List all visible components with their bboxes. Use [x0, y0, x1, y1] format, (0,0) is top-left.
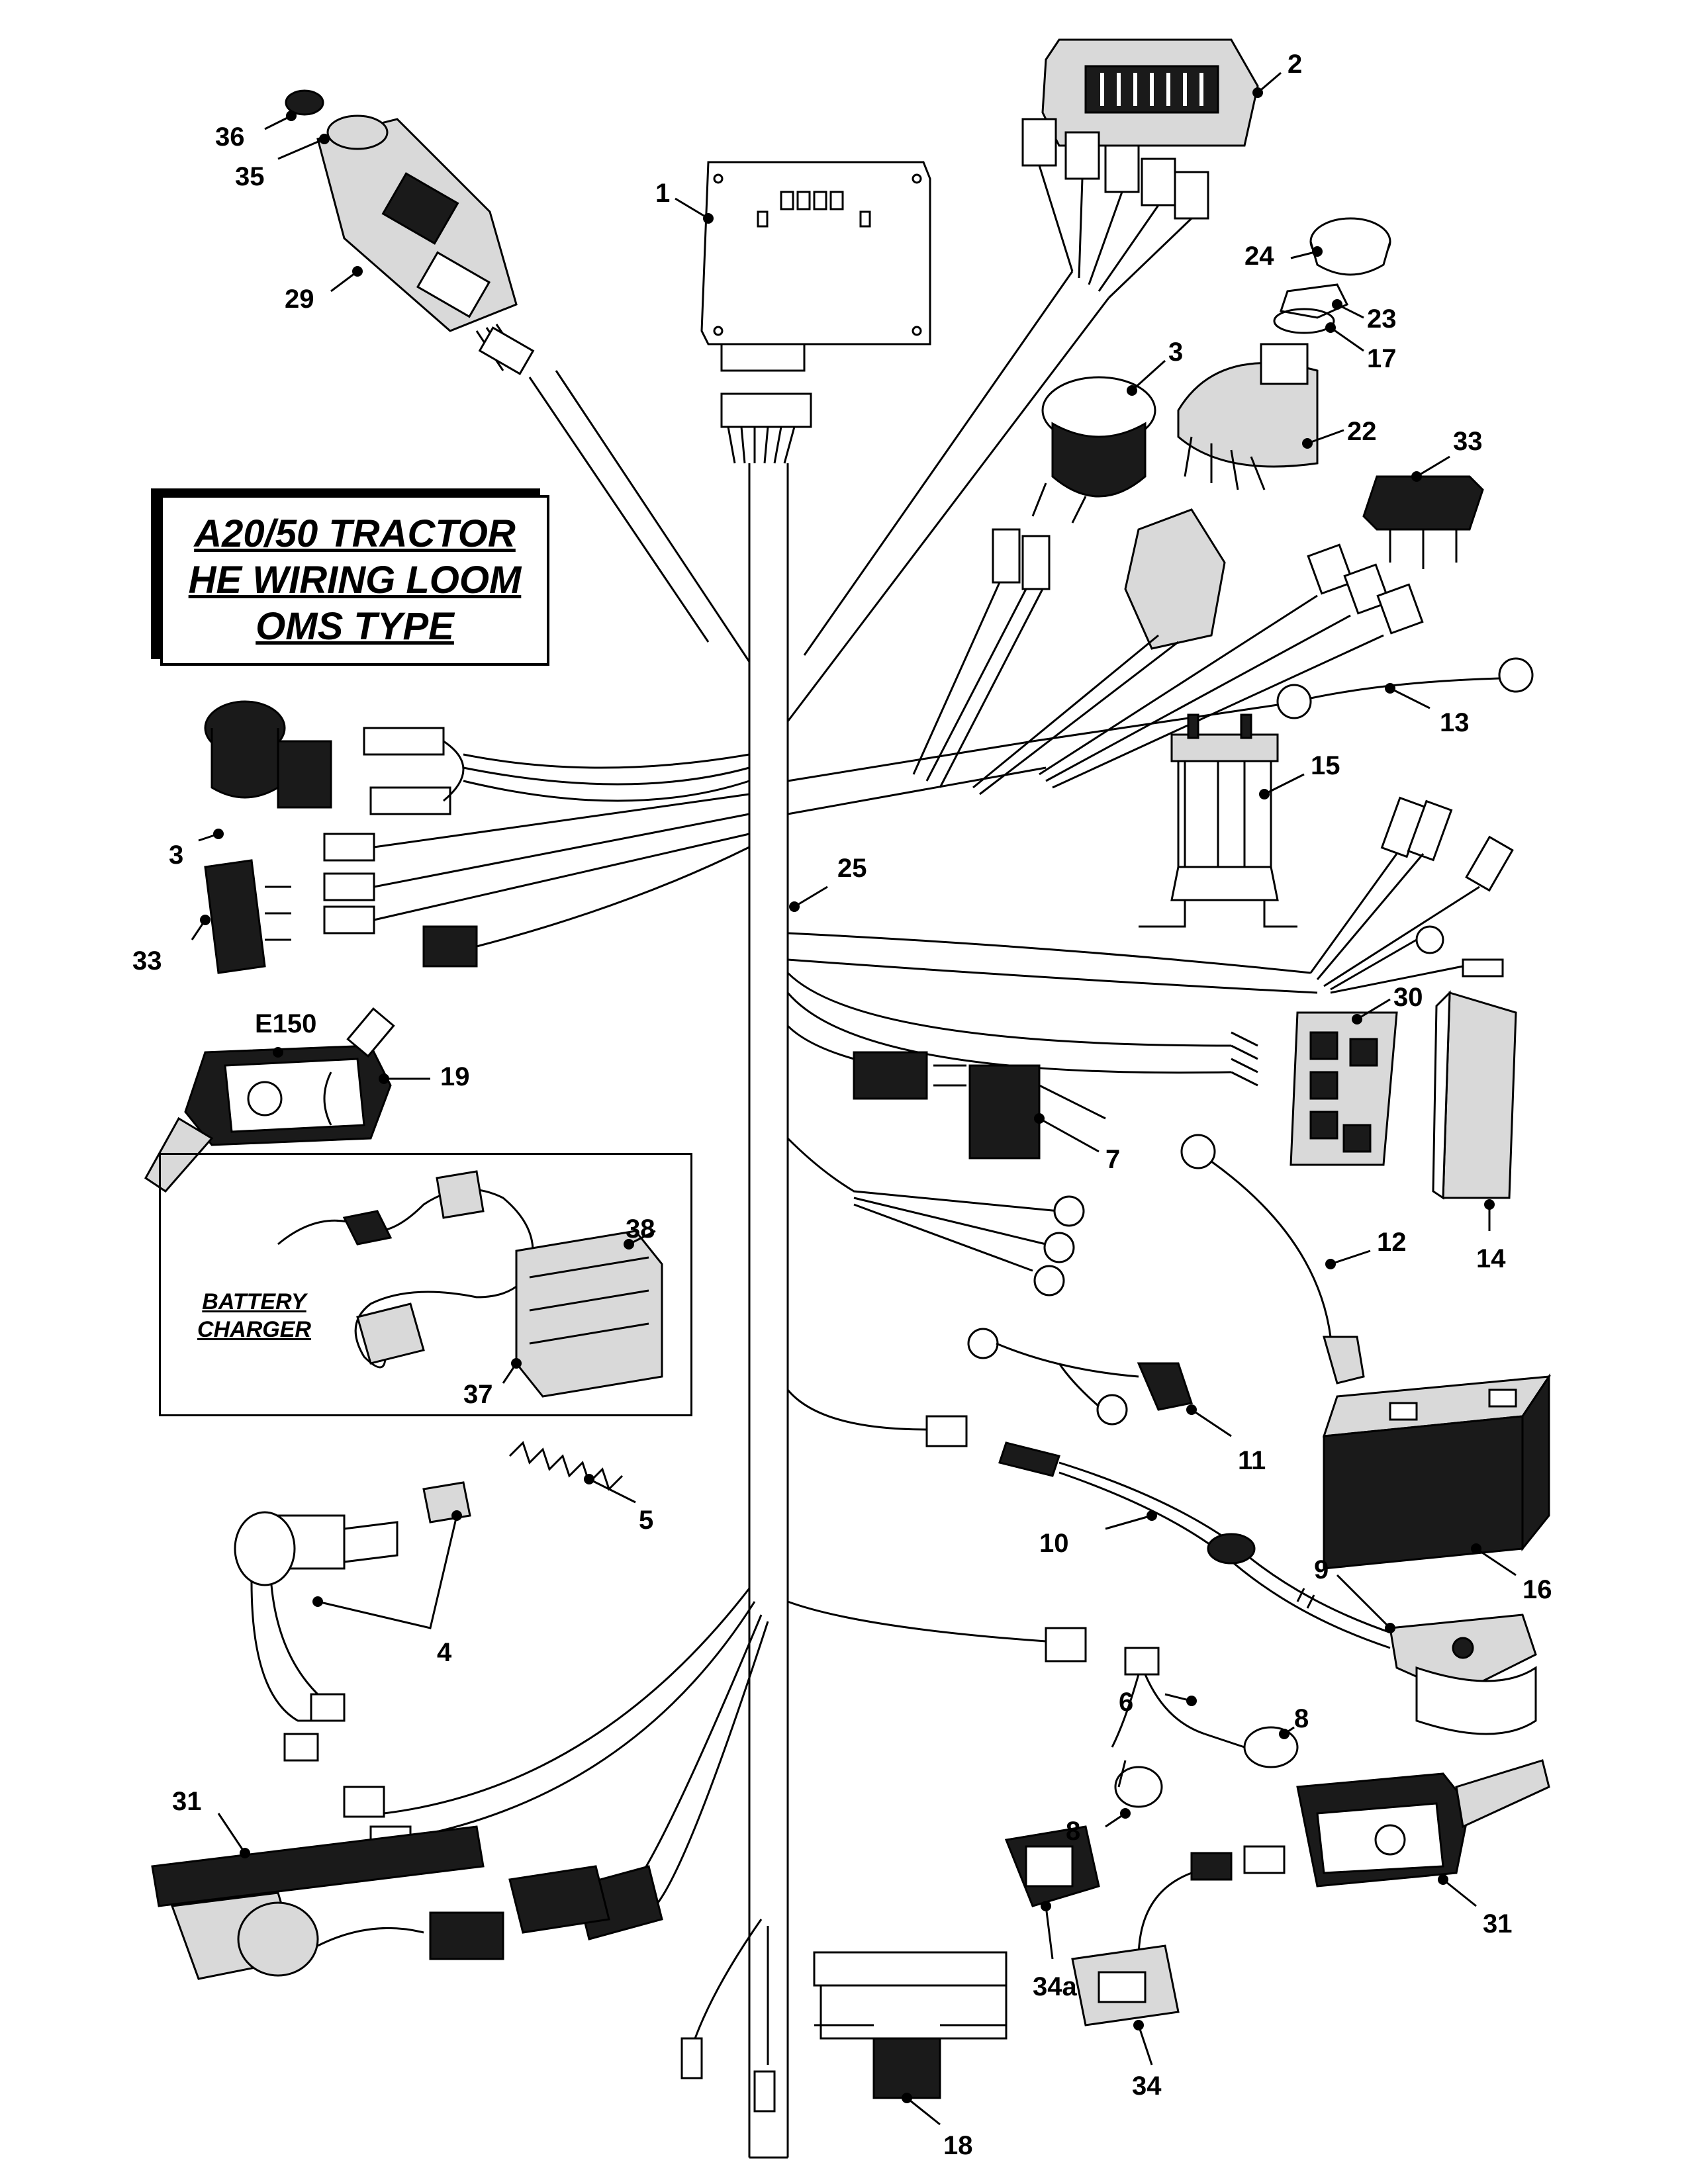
- callout-1: 1: [655, 179, 670, 208]
- callout-13: 13: [1440, 708, 1470, 737]
- callout-18: 18: [943, 2131, 973, 2160]
- diagram-title-block: A20/50 TRACTOR HE WIRING LOOM OMS TYPE: [160, 495, 549, 666]
- ring-terminals: [786, 1137, 1085, 1297]
- battery-16: [1322, 1373, 1551, 1570]
- thermal-sensor-4: [234, 1481, 471, 1762]
- right-branch-wires: [787, 740, 1514, 994]
- callout-17: 17: [1367, 344, 1397, 373]
- foot-pedal-31-right: [1137, 1759, 1550, 1960]
- battery-gauge-display: [786, 38, 1259, 722]
- rocker-switch-upper: [1362, 475, 1484, 569]
- speed-controller-box: [285, 89, 751, 662]
- left-switches: [204, 700, 750, 974]
- callout-5: 5: [639, 1506, 653, 1535]
- callout-30: 30: [1393, 983, 1423, 1012]
- battery-charger-assembly: [277, 1170, 663, 1398]
- charging-sockets: [1004, 1825, 1180, 2026]
- key-switch-assembly: [1177, 217, 1391, 490]
- title-line-1: A20/50 TRACTOR: [194, 512, 516, 555]
- callout-31-left: 31: [172, 1787, 202, 1816]
- battery-lead-12: [1180, 1134, 1365, 1385]
- callout-25: 25: [837, 854, 867, 883]
- throttle-pedal-19: [144, 1007, 395, 1193]
- title-line-2: HE WIRING LOOM: [188, 559, 522, 602]
- callout-12: 12: [1377, 1228, 1407, 1257]
- charger-label-line-2: CHARGER: [197, 1317, 311, 1342]
- callout-34a: 34a: [1033, 1972, 1077, 2001]
- battery-charger-label: BATTERY CHARGER: [188, 1288, 320, 1343]
- callout-29: 29: [285, 285, 314, 314]
- controller-module: [700, 161, 931, 464]
- callout-7: 7: [1105, 1145, 1120, 1174]
- callout-33-lower: 33: [132, 946, 162, 976]
- callout-19: 19: [440, 1062, 470, 1091]
- callout-4: 4: [437, 1638, 452, 1667]
- callout-15: 15: [1311, 751, 1340, 780]
- callout-34: 34: [1132, 2071, 1162, 2101]
- callout-2: 2: [1288, 50, 1302, 79]
- upper-right-connectors: [912, 508, 1534, 796]
- spring-5: [508, 1441, 624, 1491]
- fuse-lead-11: [967, 1328, 1193, 1426]
- callout-11: 11: [1238, 1446, 1266, 1475]
- bulb-holders: [787, 1600, 1299, 1808]
- callout-9: 9: [1314, 1555, 1329, 1584]
- callout-10: 10: [1039, 1529, 1069, 1558]
- horn-lead-10: [786, 1389, 1397, 1649]
- callout-3-lower: 3: [169, 841, 183, 870]
- callout-8-left: 8: [1066, 1817, 1080, 1846]
- callout-8-right: 8: [1294, 1704, 1309, 1733]
- solenoid-relay: [1139, 713, 1297, 928]
- callout-24: 24: [1244, 242, 1274, 271]
- callout-6: 6: [1119, 1688, 1133, 1717]
- switch-housing-18: [813, 1951, 1008, 2099]
- callout-e150: E150: [255, 1009, 316, 1038]
- callout-22: 22: [1347, 417, 1377, 446]
- relay-connector-7: [786, 1024, 1106, 1160]
- horn-9: [1389, 1614, 1537, 1735]
- callout-14: 14: [1476, 1244, 1506, 1273]
- linear-actuator-31-left: [151, 1825, 610, 1980]
- title-line-3: OMS TYPE: [256, 605, 454, 648]
- callouts: 1 2 3 22 23 17 24 33 29 35 36 13: [132, 50, 1552, 2160]
- callout-35: 35: [235, 162, 265, 191]
- callout-36: 36: [215, 122, 245, 152]
- callout-37: 37: [463, 1380, 493, 1409]
- relay-board: [786, 972, 1517, 1200]
- callout-23: 23: [1367, 304, 1397, 334]
- push-button-switch-upper: [1031, 376, 1156, 523]
- callout-16: 16: [1523, 1575, 1552, 1604]
- charger-label-line-1: BATTERY: [202, 1289, 306, 1314]
- callout-38: 38: [626, 1214, 655, 1244]
- callout-3-upper: 3: [1168, 338, 1183, 367]
- main-loom-trunk: [748, 463, 789, 2159]
- callout-31-right: 31: [1483, 1909, 1513, 1938]
- callout-33-upper: 33: [1453, 427, 1483, 456]
